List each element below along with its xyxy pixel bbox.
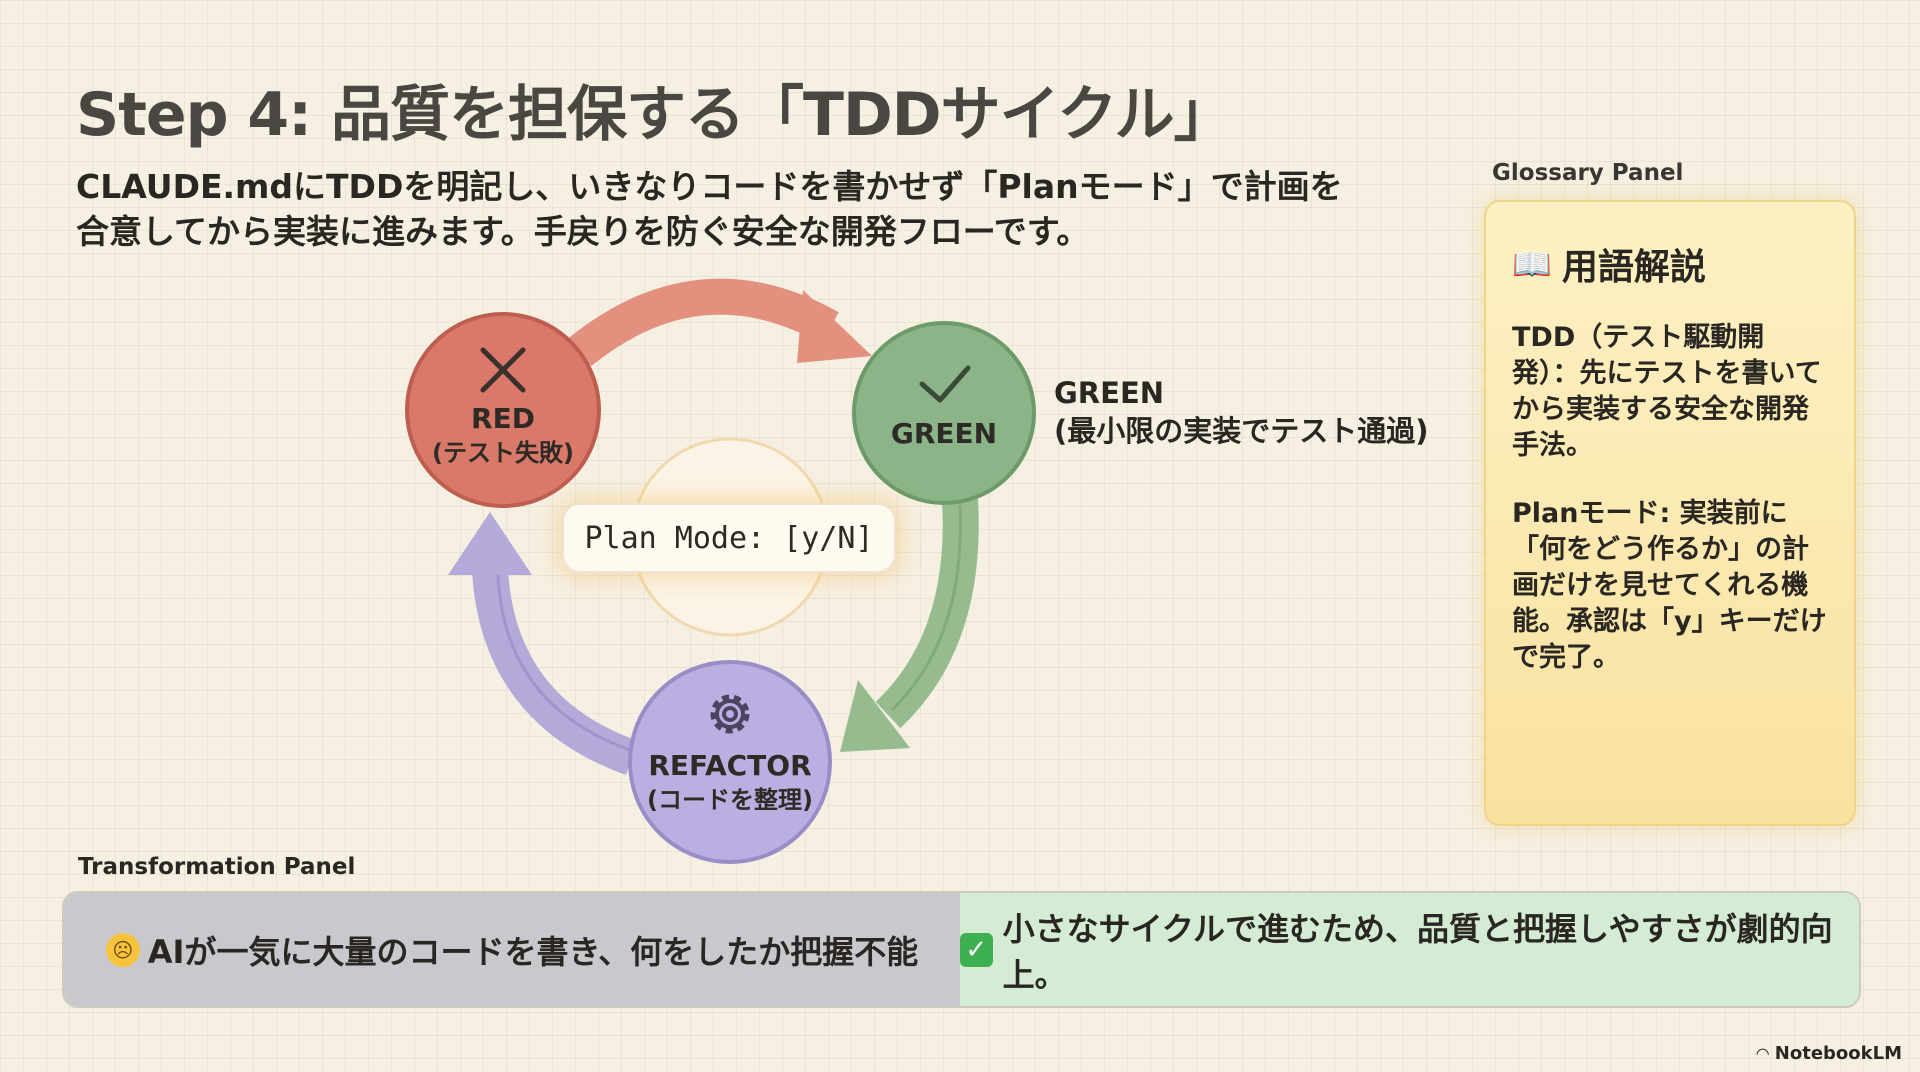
check-icon	[919, 365, 971, 403]
x-icon	[480, 347, 526, 393]
gear-icon	[710, 694, 750, 734]
book-icon: 📖	[1512, 245, 1552, 283]
glossary-panel: 📖 用語解説 TDD（テスト駆動開発）：先にテストを書いてから実装する安全な開発…	[1484, 200, 1856, 826]
green-side-title: GREEN	[1054, 376, 1165, 410]
transformation-panel: ☹ AIが一気に大量のコードを書き、何をしたか把握不能 ✓ 小さなサイクルで進む…	[62, 891, 1861, 1008]
arrow-refactor-to-red	[448, 512, 639, 775]
node-refactor-title: REFACTOR	[648, 749, 811, 782]
transformation-after-text: 小さなサイクルで進むため、品質と把握しやすさが劇的向上。	[1002, 909, 1833, 994]
brand-name: NotebookLM	[1774, 1043, 1902, 1064]
green-side-subtitle: (最小限の実装でテスト通過)	[1054, 414, 1429, 448]
check-box-icon: ✓	[960, 932, 993, 967]
transformation-before-text: AIが一気に大量のコードを書き、何をしたか把握不能	[147, 932, 919, 971]
page-subtitle: CLAUDE.mdにTDDを明記し、いきなりコードを書かせず「Planモード」で…	[76, 167, 1343, 251]
node-refactor-subtitle: (コードを整理)	[647, 786, 813, 814]
plan-mode-prompt: Plan Mode: [y/N]	[562, 503, 896, 573]
glossary-term-plan-mode: Planモード: 実装前に「何をどう作るか」の計画だけを見せてくれる機能。承認は…	[1512, 498, 1827, 673]
node-red-subtitle: (テスト失敗)	[432, 439, 574, 467]
brand-footer: ◠ NotebookLM	[1756, 1043, 1902, 1064]
glossary-heading-text: 用語解説	[1561, 247, 1706, 288]
arrow-red-to-green	[568, 278, 872, 367]
transformation-caption: Transformation Panel	[78, 854, 356, 880]
node-red: RED (テスト失敗)	[405, 312, 601, 508]
glossary-heading: 📖 用語解説	[1512, 238, 1828, 290]
node-refactor: REFACTOR (コードを整理)	[628, 660, 832, 864]
node-red-title: RED	[471, 402, 535, 435]
notebooklm-logo-icon: ◠	[1756, 1044, 1769, 1063]
transformation-before: ☹ AIが一気に大量のコードを書き、何をしたか把握不能	[64, 893, 960, 1006]
transformation-after: ✓ 小さなサイクルで進むため、品質と把握しやすさが劇的向上。	[960, 893, 1859, 1006]
sad-face-icon: ☹	[105, 932, 140, 967]
glossary-term-tdd: TDD（テスト駆動開発）：先にテストを書いてから実装する安全な開発手法。	[1512, 322, 1822, 461]
glossary-caption: Glossary Panel	[1492, 160, 1684, 186]
green-side-label: GREEN (最小限の実装でテスト通過)	[1054, 374, 1429, 450]
arrow-green-to-refactor	[840, 498, 979, 752]
node-green-title: GREEN	[891, 417, 997, 450]
page-title: Step 4: 品質を担保する「TDDサイクル」	[76, 80, 1234, 150]
node-green: GREEN	[852, 321, 1036, 505]
